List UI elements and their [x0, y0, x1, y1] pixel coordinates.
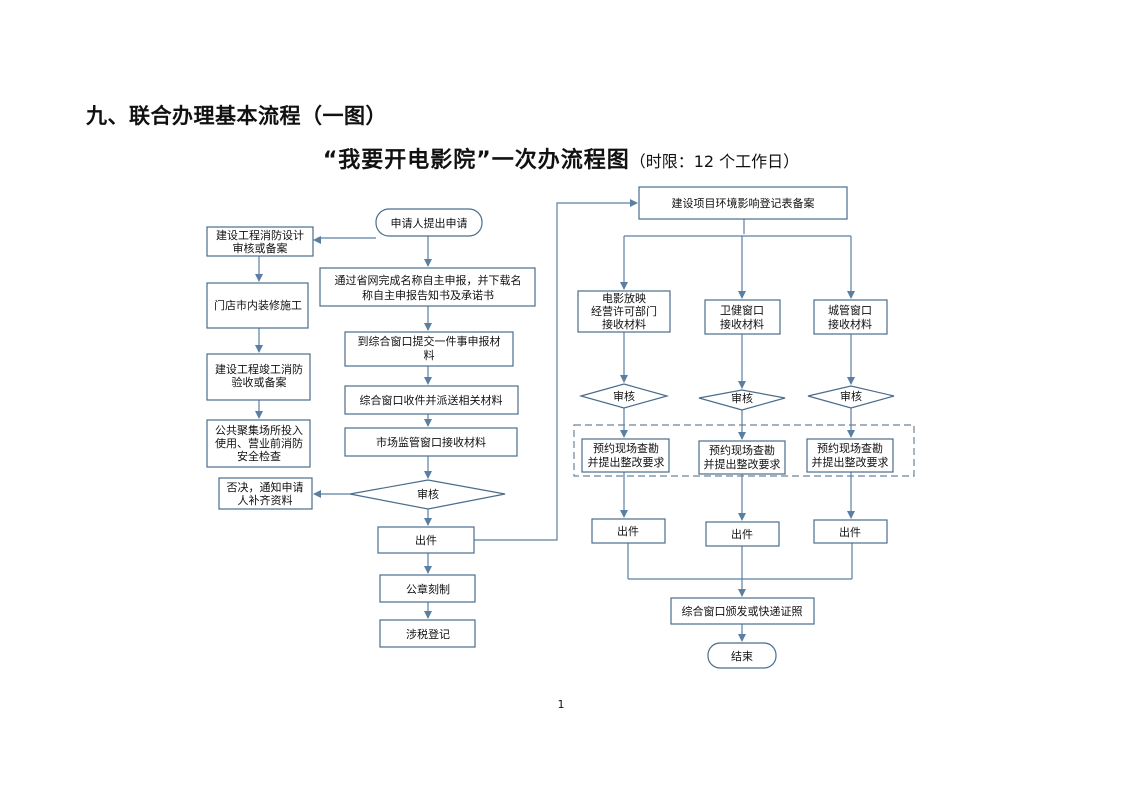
inspect-health-line1: 预约现场查勘 [709, 443, 775, 457]
review-city-label: 审核 [840, 389, 862, 403]
public-safety-line1: 公共聚集场所投入 [215, 423, 303, 437]
box-issue-film [591, 518, 666, 544]
box-online-apply [319, 267, 536, 307]
issue-center-label: 出件 [415, 533, 437, 547]
reject-line1: 否决，通知申请 [227, 480, 304, 494]
final-issue-label: 综合窗口颁发或快递证照 [682, 604, 803, 618]
diamond-review-city [807, 385, 895, 409]
diamond-review-health [698, 389, 786, 411]
box-issue-center [377, 526, 475, 554]
box-seal [379, 574, 476, 603]
reject-line2: 人补齐资料 [238, 493, 293, 507]
receive-dispatch-label: 综合窗口收件并派送相关材料 [360, 393, 503, 407]
box-inspect-city [806, 438, 894, 473]
market-receive-label: 市场监管窗口接收材料 [376, 435, 486, 449]
box-market-receive [344, 427, 518, 457]
fire-completion-line2: 验收或备案 [232, 375, 287, 389]
fire-completion-line1: 建设工程竣工消防 [215, 362, 303, 376]
fire-design-line2: 审核或备案 [233, 241, 288, 255]
env-label: 建设项目环境影响登记表备案 [672, 196, 815, 210]
issue-health-label: 出件 [731, 527, 753, 541]
submit-window-line1: 到综合窗口提交一件事申报材 [358, 334, 501, 348]
tax-label: 涉税登记 [406, 627, 450, 641]
section-heading: 九、联合办理基本流程（一图） [86, 104, 387, 128]
diamond-review-center [349, 479, 506, 510]
city-line1: 城管窗口 [828, 303, 872, 317]
renovation-label: 门店市内装修施工 [214, 298, 302, 312]
seal-label: 公章刻制 [406, 582, 450, 596]
city-line2: 接收材料 [828, 317, 872, 331]
box-receive-dispatch [344, 385, 519, 415]
box-reject [218, 477, 313, 510]
health-line1: 卫健窗口 [720, 303, 764, 317]
start-terminal [375, 208, 483, 237]
chart-title: “我要开电影院”一次办流程图（时限：12 个工作日） [0, 142, 1122, 174]
box-issue-city [813, 519, 888, 544]
diamond-review-film [578, 383, 670, 409]
box-renovation [206, 282, 309, 329]
box-city [813, 299, 888, 335]
connectors [255, 199, 855, 642]
page-number: 1 [557, 698, 565, 711]
issue-city-label: 出件 [839, 525, 861, 539]
submit-window-line2: 料 [424, 348, 435, 362]
end-terminal [707, 642, 777, 669]
box-inspect-health [698, 440, 786, 475]
box-tax [379, 619, 476, 648]
online-apply-line1: 通过省网完成名称自主申报，并下载名 [335, 273, 522, 287]
box-inspect-film [581, 438, 670, 473]
box-env [638, 186, 848, 220]
box-public-safety [206, 419, 311, 468]
inspect-city-line2: 并提出整改要求 [812, 455, 889, 469]
public-safety-line2: 使用、营业前消防 [215, 436, 303, 450]
chart-title-timelimit: （时限：12 个工作日） [629, 152, 800, 171]
health-line2: 接收材料 [720, 317, 764, 331]
public-safety-line3: 安全检查 [237, 449, 281, 463]
film-dept-line1: 电影放映 [602, 291, 646, 305]
review-film-label: 审核 [613, 389, 635, 403]
box-fire-design [206, 226, 314, 257]
inspect-city-line1: 预约现场查勘 [817, 441, 883, 455]
chart-title-main: “我要开电影院”一次办流程图 [322, 148, 630, 173]
start-label: 申请人提出申请 [391, 216, 468, 230]
box-film-dept [577, 290, 671, 333]
inspect-health-line2: 并提出整改要求 [704, 457, 781, 471]
box-issue-health [705, 521, 780, 547]
online-apply-line2: 称自主申报告知书及承诺书 [362, 288, 494, 302]
box-health [704, 299, 781, 335]
box-final-issue [670, 597, 815, 625]
review-center-label: 审核 [417, 487, 439, 501]
inspect-film-line1: 预约现场查勘 [593, 441, 659, 455]
fire-design-line1: 建设工程消防设计 [216, 228, 304, 242]
film-dept-line3: 接收材料 [602, 317, 646, 331]
film-dept-line2: 经营许可部门 [591, 304, 657, 318]
box-submit-window [344, 331, 514, 367]
end-label: 结束 [731, 650, 753, 663]
box-fire-completion [206, 353, 311, 401]
review-health-label: 审核 [731, 391, 753, 405]
issue-film-label: 出件 [617, 524, 639, 538]
inspect-film-line2: 并提出整改要求 [588, 455, 665, 469]
inspection-dashed-region [573, 424, 915, 477]
